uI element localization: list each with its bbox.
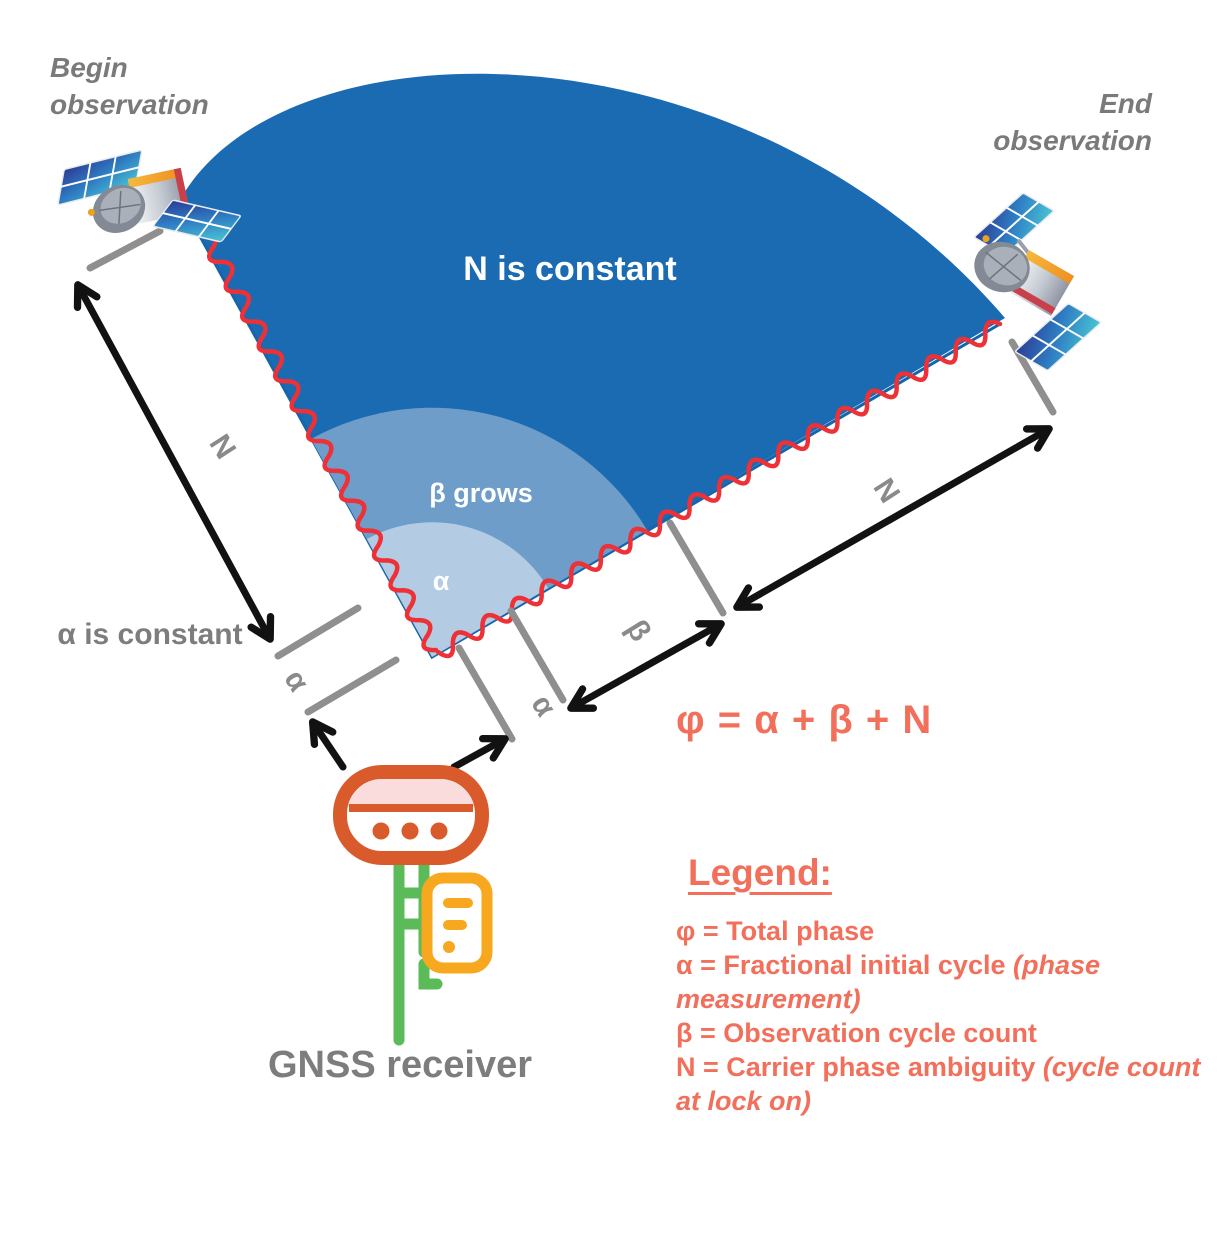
alpha-sector-label: α bbox=[432, 566, 450, 596]
n-arrow-left bbox=[73, 281, 275, 643]
receiver-arrow-left bbox=[308, 718, 347, 771]
measurement-arrows bbox=[73, 281, 1053, 771]
tick-begin-satellite bbox=[86, 227, 164, 272]
n-constant-label: N is constant bbox=[463, 250, 677, 288]
legend-body: φ = Total phase α = Fractional initial c… bbox=[676, 914, 1224, 1118]
tick-left-inner bbox=[304, 656, 400, 716]
receiver-controller bbox=[421, 872, 493, 974]
carrier-wave-end bbox=[435, 319, 1003, 659]
gnss-receiver-label: GNSS receiver bbox=[267, 1044, 533, 1086]
begin-observation-label: Begin observation bbox=[50, 52, 209, 120]
begin-satellite-illustration bbox=[57, 149, 241, 243]
legend-entry-alpha: α = Fractional initial cycle (phase meas… bbox=[676, 950, 1101, 1014]
legend-entry-n: N = Carrier phase ambiguity (cycle count… bbox=[676, 1052, 1201, 1116]
tick-right-mid bbox=[507, 607, 567, 704]
alpha-is-constant-label: α is constant bbox=[57, 618, 243, 651]
receiver-arrow-right bbox=[450, 734, 509, 771]
gnss-receiver-illustration bbox=[333, 765, 493, 1046]
tick-left-outer bbox=[274, 604, 362, 660]
legend-entry-beta: β = Observation cycle count bbox=[676, 1018, 1037, 1048]
beta-grows-label: β grows bbox=[429, 478, 533, 508]
fan-sector-alpha bbox=[367, 522, 548, 657]
tick-right-inner bbox=[455, 644, 516, 743]
receiver-antenna-dome bbox=[333, 765, 489, 865]
phase-formula: φ = α + β + N bbox=[676, 698, 933, 742]
end-satellite-illustration bbox=[974, 193, 1102, 371]
n-arrow-right bbox=[733, 425, 1053, 611]
tick-right-outer bbox=[666, 519, 727, 617]
end-observation-label: End observation bbox=[993, 88, 1152, 156]
legend-entry-phi: φ = Total phase bbox=[676, 916, 875, 946]
beta-arrow bbox=[567, 620, 725, 712]
legend-title: Legend: bbox=[688, 852, 832, 893]
